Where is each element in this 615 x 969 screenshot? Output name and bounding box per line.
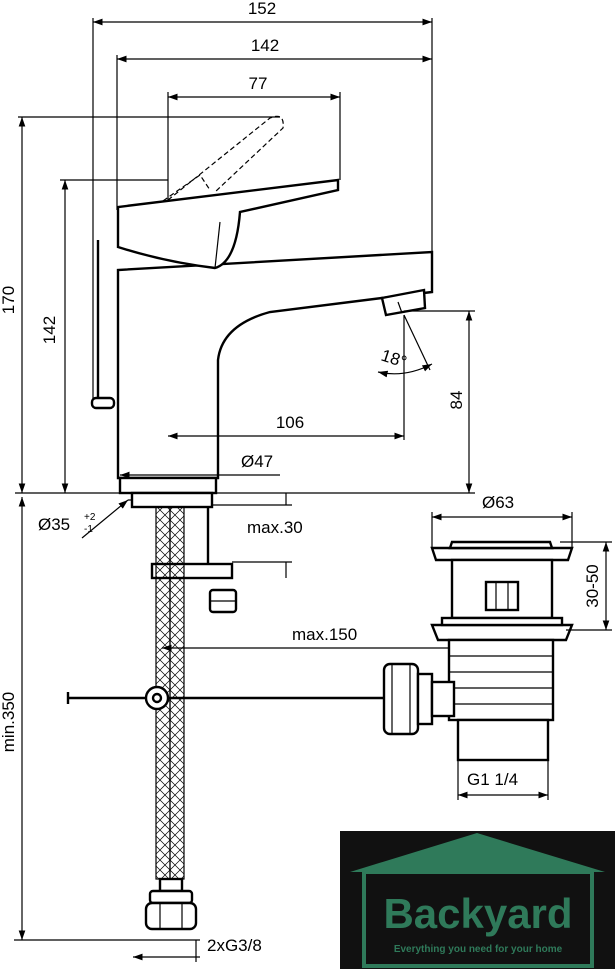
dim-connections: 2xG3/8 xyxy=(133,936,262,962)
dim-waste-height: 30-50 xyxy=(560,541,612,631)
house-roof-icon xyxy=(350,833,605,872)
dim-lever-reach: 77 xyxy=(167,74,341,200)
dim-body-width: 142 xyxy=(116,36,432,210)
dim-deck-thickness: max.30 xyxy=(212,493,303,578)
dim-label-30-50: 30-50 xyxy=(583,564,602,607)
flex-hose-right xyxy=(169,506,185,880)
dim-label-170: 170 xyxy=(0,286,18,314)
dim-label-d35: Ø35 xyxy=(38,515,70,534)
dim-label-142-top: 142 xyxy=(251,36,279,55)
dim-label-max150: max.150 xyxy=(292,625,357,644)
dim-hose-length: min.350 xyxy=(0,497,200,941)
lever-handle xyxy=(116,178,340,270)
lever-raised-outline xyxy=(167,115,284,201)
logo-name: Backyard xyxy=(383,890,572,937)
dim-label-tol-plus: +2 xyxy=(84,512,96,523)
backyard-logo: Backyard Everything you need for your ho… xyxy=(340,831,615,969)
dim-label-tol-minus: -1 xyxy=(84,524,93,535)
dim-body-height: 142 xyxy=(40,179,168,493)
waste-flange xyxy=(430,623,574,642)
dim-waste-diameter: Ø63 xyxy=(431,493,573,548)
dim-label-77: 77 xyxy=(249,74,268,93)
dim-spout-height: 84 xyxy=(404,310,475,493)
dim-label-d47: Ø47 xyxy=(241,452,273,471)
dim-label-d63: Ø63 xyxy=(482,493,514,512)
dim-label-142-left: 142 xyxy=(40,316,59,344)
dim-spray-angle: 18° xyxy=(377,314,433,378)
dim-label-max30: max.30 xyxy=(247,518,303,537)
dim-label-152: 152 xyxy=(248,0,276,18)
dim-label-106: 106 xyxy=(276,413,304,432)
dim-label-84: 84 xyxy=(447,391,466,410)
dim-total-height: 170 xyxy=(0,116,280,493)
logo-tagline: Everything you need for your home xyxy=(394,944,563,955)
faucet-base xyxy=(118,476,218,495)
dim-base-diameter: Ø47 xyxy=(120,452,280,479)
waste-plug-cap xyxy=(430,546,574,562)
aerator xyxy=(380,288,427,317)
waste-linkage-nut xyxy=(382,662,420,736)
dim-spout-reach: 106 xyxy=(168,315,405,440)
dim-label-min350: min.350 xyxy=(0,692,18,752)
dim-label-g114: G1 1/4 xyxy=(467,770,518,789)
dim-label-2xg38: 2xG3/8 xyxy=(207,936,262,955)
pop-up-waste xyxy=(382,540,574,762)
waste-lower-body xyxy=(447,638,555,722)
waste-tail xyxy=(456,718,550,762)
under-deck-assembly xyxy=(66,491,384,931)
hose-connector-nut xyxy=(144,901,198,931)
dim-waste-thread: G1 1/4 xyxy=(457,760,549,800)
faucet-drawing xyxy=(90,115,434,495)
